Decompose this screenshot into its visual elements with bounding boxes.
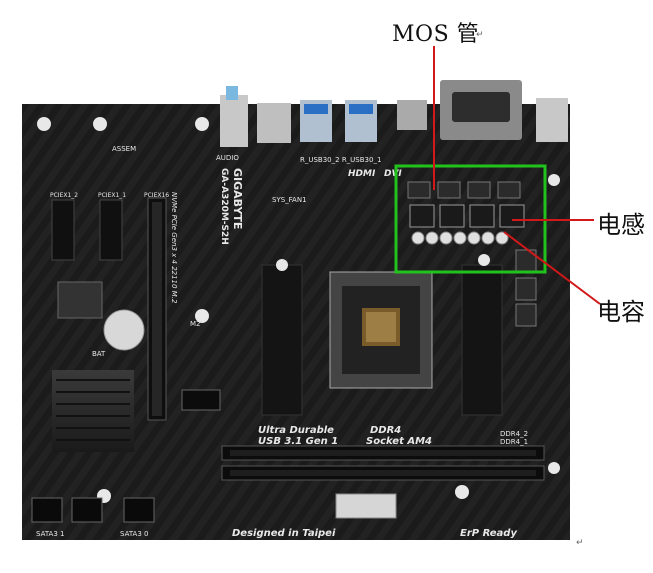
return-mark: ↵ [476,30,484,40]
nvme-label: NVMe PCIe Gen3 x 4 22110 M.2 [170,192,178,304]
socket-label: Socket AM4 [366,436,432,447]
pcie-slot-label: PCIEX1_2 [50,192,78,199]
sys-fan-label: SYS_FAN1 [272,196,307,204]
pcie-slot-label: PCIEX1_1 [98,192,126,199]
usb-ports-label: R_USB30_2 R_USB30_1 [300,156,381,164]
silkscreen: GIGABYTE GA-A320M-S2H NVMe PCIe Gen3 x 4… [36,145,528,539]
capacitor-label: 电容 [597,298,645,326]
bat-label: BAT [92,350,106,358]
pcie-slot-label: PCIEX16 [144,192,169,199]
m2-slot [181,389,221,411]
sata-ports [31,497,155,523]
usb-label: USB 3.1 Gen 1 [258,436,338,447]
designed-label: Designed in Taipei [232,528,336,539]
dimm-slots [221,445,545,481]
ddr-label: DDR4 [370,425,401,436]
audio-chip [57,281,103,319]
vrm-chokes [409,204,525,228]
mos-label: MOS 管 [392,22,480,47]
assem-label: ASSEM [112,145,136,153]
sata1-label: SATA3 1 [36,530,64,538]
brand-label: GIGABYTE [231,168,244,229]
ddr4-1-label: DDR4_1 [500,438,528,446]
model-label: GA-A320M-S2H [219,168,229,245]
io-panel [220,80,568,147]
sata0-label: SATA3 0 [120,530,148,538]
capacitor-pointer-line [503,231,601,305]
ddr4-2-label: DDR4_2 [500,430,528,438]
return-mark: ↵ [576,538,584,548]
audio-label: AUDIO [216,154,239,162]
pcie-slots [51,197,167,421]
erp-label: ErP Ready [460,528,517,539]
mount-holes [37,117,560,503]
chipset-heatsink [52,370,134,452]
ultra-label: Ultra Durable [258,425,334,436]
cpu-socket [329,271,433,389]
hdmi-label: HDMI [348,169,376,179]
cmos-battery [103,309,145,351]
atx-connector [335,493,397,519]
cooler-brackets [261,264,503,416]
vrm-capacitors [411,231,509,245]
dvi-label: DVI [384,169,402,179]
inductor-label: 电感 [597,211,645,239]
m2-label: M2 [190,320,201,328]
vrm-mosfets [407,181,521,199]
